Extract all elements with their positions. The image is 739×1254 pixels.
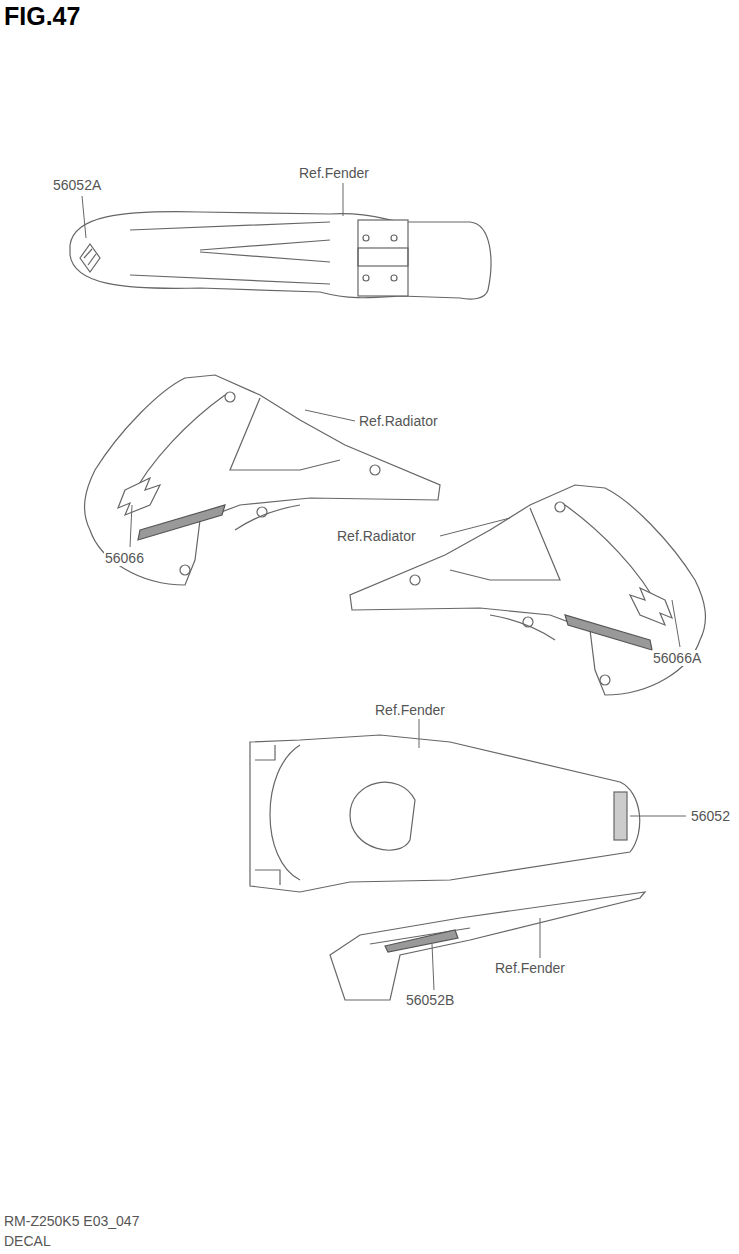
radiator-shroud [350,485,705,695]
reference-label: Ref.Fender [374,702,446,718]
reference-label: Ref.Radiator [336,528,417,544]
diagram-code: RM-Z250K5 E03_047 [3,1213,140,1229]
callout-number: 56052A [52,177,102,193]
leader-lines [82,183,686,990]
callout-number: 56052 [690,808,731,824]
figure-title: FIG.47 [4,2,80,30]
reference-label: Ref.Fender [494,960,566,976]
rear-fender [250,735,640,892]
callout-number: 56066 [104,550,145,566]
radiator-shroud [85,375,440,585]
callout-number: 56066A [652,650,702,666]
reference-label: Ref.Radiator [358,413,439,429]
front-fender [70,212,491,299]
section-name: DECAL [3,1233,52,1249]
callout-number: 56052B [405,992,455,1008]
reference-label: Ref.Fender [298,165,370,181]
rear-fender-side [330,892,645,1000]
